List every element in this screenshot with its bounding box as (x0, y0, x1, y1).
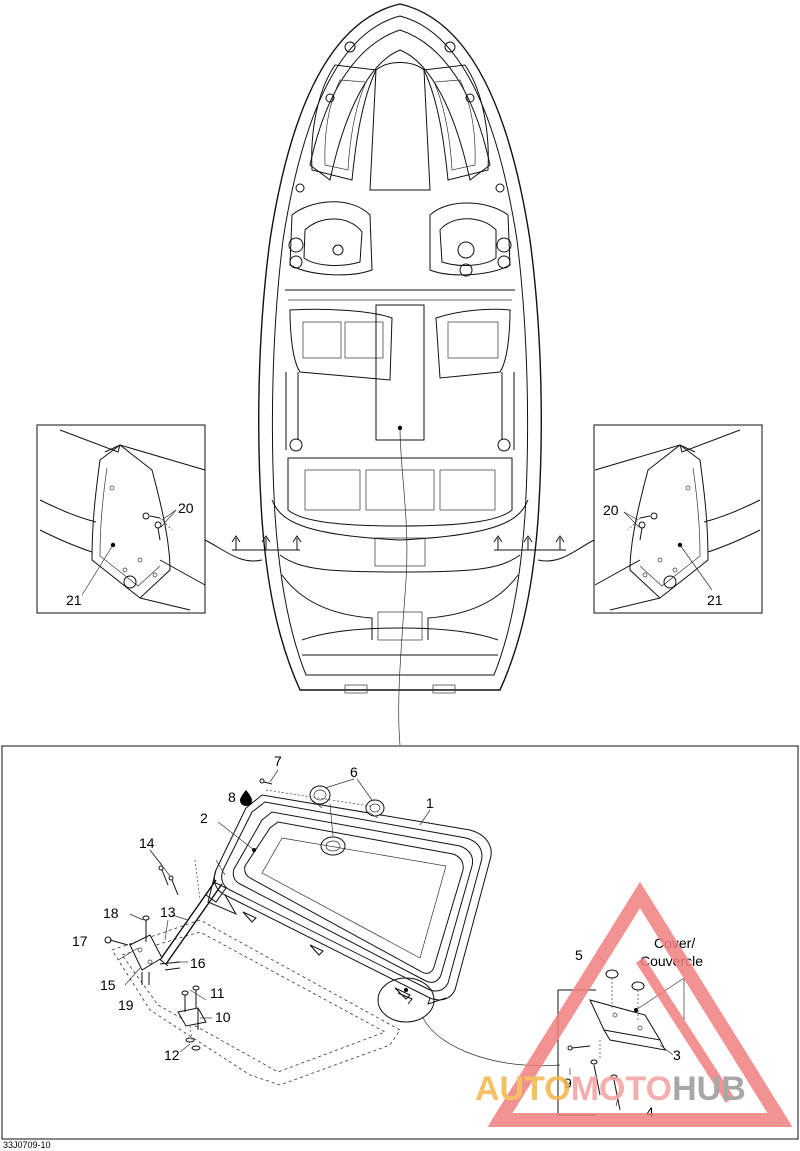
exploded-view-panel: 1 2 3 4 5 6 7 8 9 10 11 12 13 14 15 16 1… (1, 745, 799, 1140)
callout-6: 6 (350, 764, 358, 780)
watermark-logo: AUTOMOTOHUB (475, 881, 793, 1127)
callout-20-left: 20 (178, 500, 194, 516)
boat-hull-top-view (231, 3, 566, 746)
reference-code: 33J0709-10 (3, 1140, 51, 1150)
callout-17: 17 (72, 933, 88, 949)
callout-9: 9 (564, 1075, 572, 1091)
callout-8: 8 (228, 789, 236, 805)
callout-2: 2 (200, 810, 208, 826)
watermark-auto: AUTO (475, 1070, 571, 1108)
threadlocker-drop-8 (240, 790, 252, 806)
screw-20-right (623, 511, 658, 541)
left-detail-inset: 20 21 (36, 424, 263, 614)
callout-18: 18 (103, 905, 119, 921)
callout-11: 11 (210, 985, 225, 1001)
callout-7: 7 (274, 753, 282, 769)
hatch-cover-frame (207, 794, 492, 1005)
nut-19 (141, 972, 150, 985)
svg-text:AUTOMOTOHUB: AUTOMOTOHUB (475, 1070, 746, 1108)
screw-20-left (142, 509, 177, 541)
callout-19: 19 (118, 997, 134, 1013)
screw-7 (259, 778, 273, 785)
nuts-12 (185, 1037, 201, 1051)
callout-12: 12 (164, 1047, 180, 1063)
callout-14: 14 (139, 835, 155, 851)
callout-3: 3 (673, 1047, 681, 1063)
callout-20-right: 20 (603, 502, 619, 518)
callout-13: 13 (160, 904, 176, 920)
watermark-triangle-icon (487, 881, 793, 1127)
bracket-10 (177, 1007, 207, 1030)
knob-6-right (365, 799, 385, 819)
callout-15: 15 (100, 977, 116, 993)
callout-16: 16 (190, 955, 206, 971)
watermark-hub: HUB (672, 1070, 746, 1108)
bolt-18 (142, 915, 150, 942)
callout-1: 1 (426, 795, 434, 811)
screw-17 (104, 936, 129, 946)
bolts-11 (181, 985, 200, 1012)
bracket-15 (129, 934, 163, 971)
screw-16 (159, 961, 181, 971)
callout-10: 10 (215, 1009, 231, 1025)
callout-5: 5 (575, 947, 583, 963)
right-detail-inset: 20 21 (537, 424, 763, 614)
callout-21-left: 21 (66, 592, 82, 608)
watermark-moto: MOTO (571, 1070, 672, 1108)
screws-14 (158, 865, 179, 896)
knob-6-left (309, 785, 331, 809)
callout-4: 4 (646, 1104, 654, 1120)
callout-21-right: 21 (707, 592, 723, 608)
